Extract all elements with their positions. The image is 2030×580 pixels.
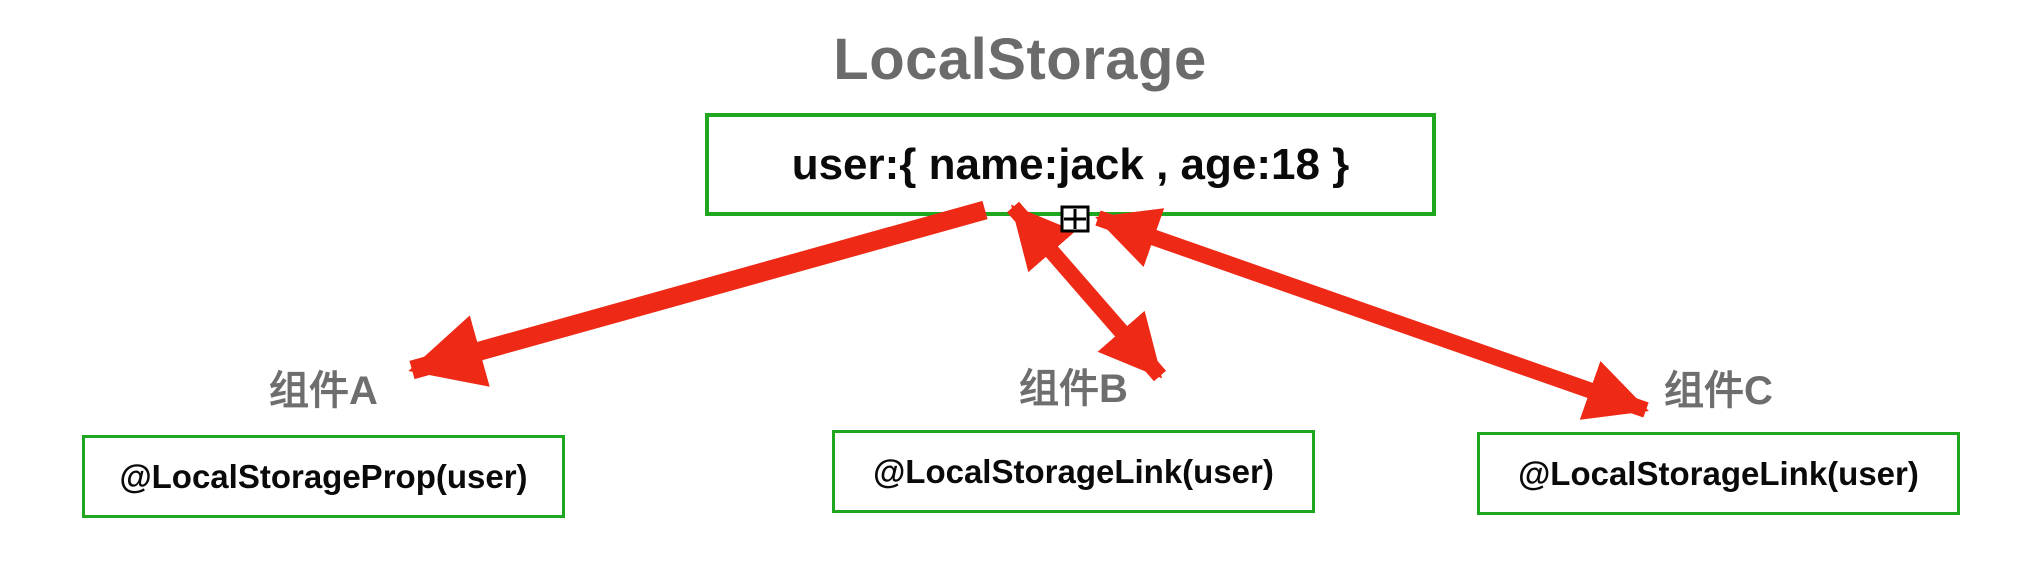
component-b-box: @LocalStorageLink(user): [832, 430, 1315, 513]
localstorage-value: user:{ name:jack , age:18 }: [791, 139, 1350, 189]
component-a-label: 组件A: [269, 369, 378, 413]
component-a-decorator: @LocalStorageProp(user): [119, 457, 528, 495]
component-b-label: 组件B: [1019, 367, 1128, 411]
component-c-decorator: @LocalStorageLink(user): [1518, 454, 1919, 492]
localstorage-box: user:{ name:jack , age:18 }: [705, 113, 1436, 216]
component-c-box: @LocalStorageLink(user): [1477, 432, 1960, 515]
component-c-label: 组件C: [1664, 369, 1773, 413]
diagram-title: LocalStorage: [833, 27, 1207, 92]
arrow-storage-to-component-a: [408, 200, 988, 387]
component-a-box: @LocalStorageProp(user): [82, 435, 565, 518]
arrow-storage-component-b-bidirectional: [1006, 201, 1167, 382]
component-b-decorator: @LocalStorageLink(user): [873, 452, 1274, 490]
